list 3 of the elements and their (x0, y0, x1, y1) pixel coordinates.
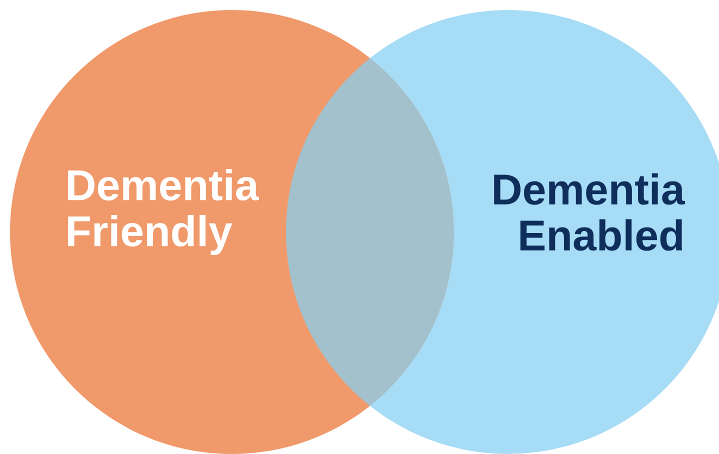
venn-circle (10, 10, 454, 454)
circle-label: Dementia Enabled (494, 173, 686, 251)
circle-label: Dementia Friendly (68, 168, 260, 256)
